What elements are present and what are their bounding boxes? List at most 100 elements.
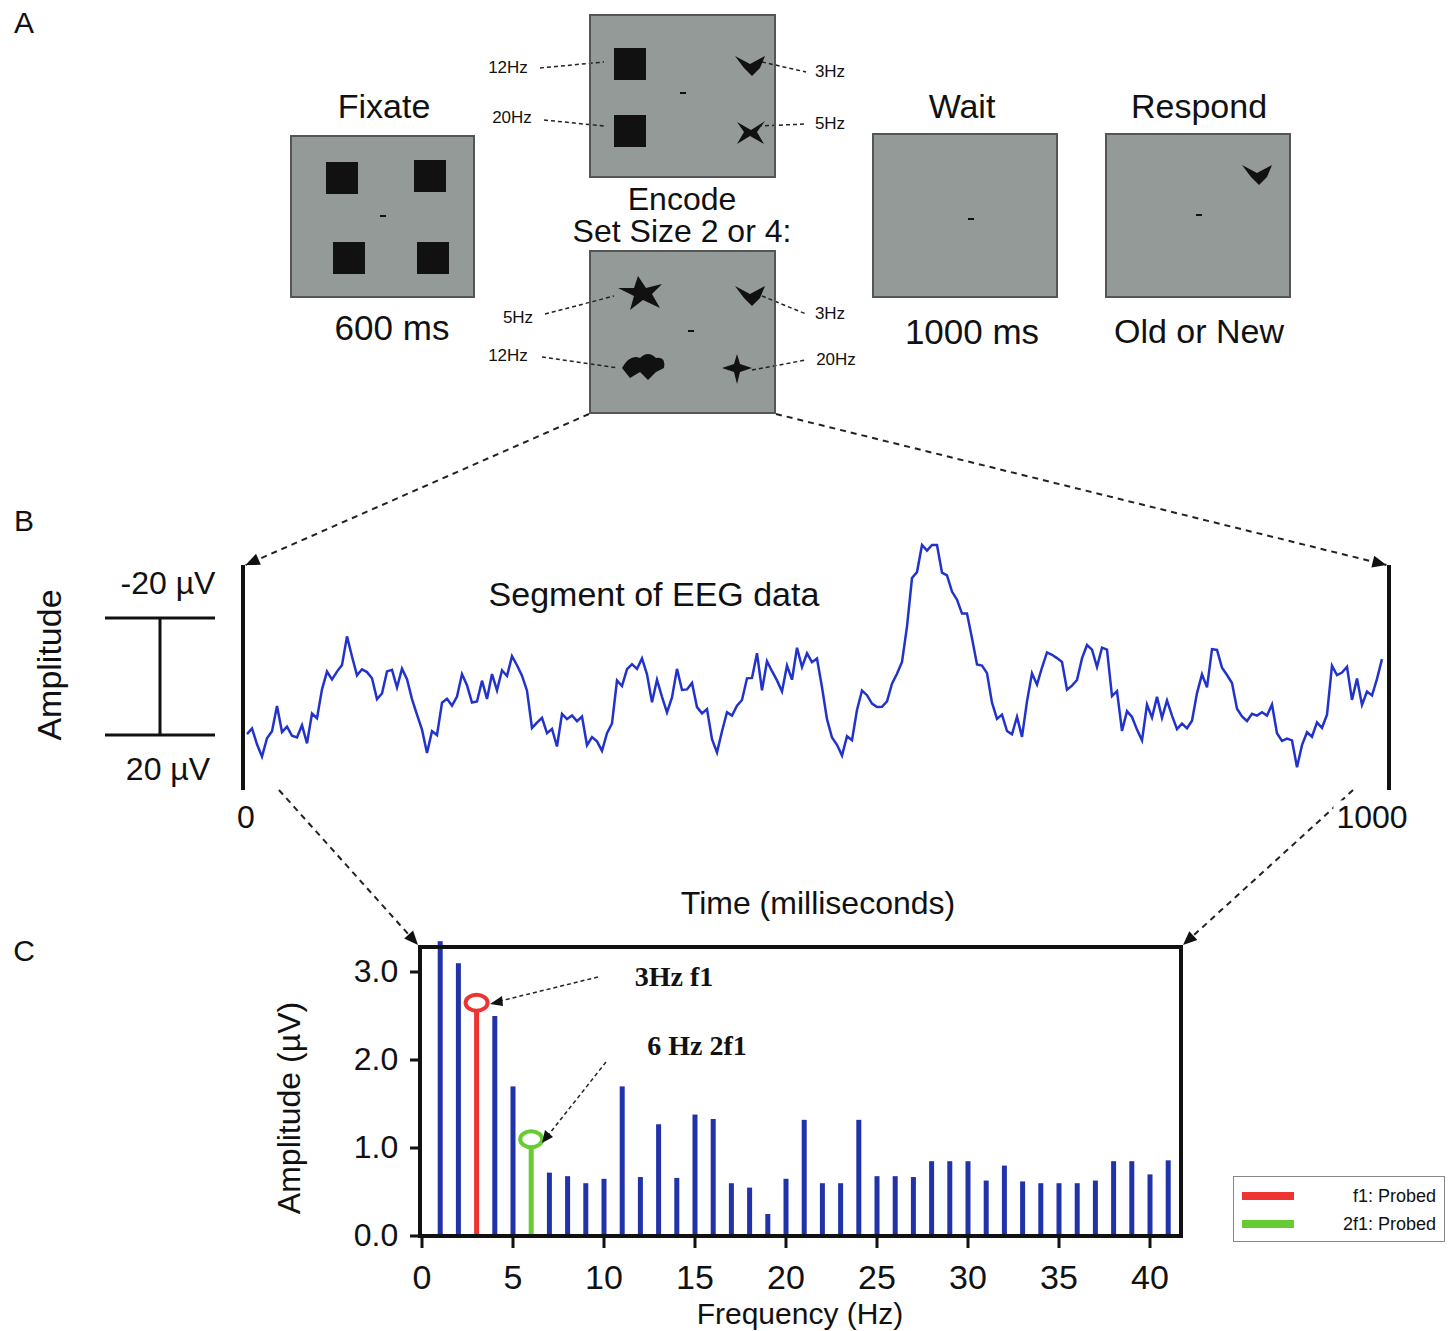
spectrum-bar xyxy=(711,1119,716,1236)
axis-tick xyxy=(785,1238,788,1248)
spectrum-bar xyxy=(911,1177,916,1236)
node-note: 6 Hz 2f1 xyxy=(647,1031,747,1062)
label: Frequency (Hz) xyxy=(697,1297,904,1330)
spectrum-bar xyxy=(565,1176,570,1236)
spectrum-bar xyxy=(856,1120,861,1236)
spectrum-bar xyxy=(583,1183,588,1236)
spectrum-bar xyxy=(1166,1160,1171,1236)
label: 12Hz xyxy=(488,59,528,78)
label: 20 xyxy=(767,1259,805,1296)
label: Time (milliseconds) xyxy=(678,886,958,921)
spectrum-bar xyxy=(1075,1183,1080,1236)
spectrum-bar xyxy=(638,1177,643,1236)
legend-box: f1: Probed 2f1: Probed xyxy=(1233,1176,1445,1242)
legend-swatch xyxy=(1242,1192,1294,1200)
spectrum-bar xyxy=(820,1183,825,1236)
spectrum-bar xyxy=(984,1181,989,1236)
label: 25 xyxy=(858,1259,896,1296)
label: 10 xyxy=(585,1259,623,1296)
spectrum-bar xyxy=(511,1086,516,1236)
spectrum-bar xyxy=(784,1179,789,1236)
node-heading: Set Size 2 or 4: xyxy=(573,214,792,249)
label: -20 µV xyxy=(121,566,216,601)
spectrum-bar xyxy=(765,1214,770,1236)
eeg-plot: Segment of EEG data xyxy=(241,565,1391,790)
label: 3Hz xyxy=(815,305,845,324)
label: 30 xyxy=(949,1259,987,1296)
axis-tick xyxy=(512,1238,515,1248)
probe-marker xyxy=(520,1131,542,1147)
spectrum-bar xyxy=(693,1115,698,1236)
label: 35 xyxy=(1040,1259,1078,1296)
legend-row: 2f1: Probed xyxy=(1242,1212,1438,1236)
node-heading: Segment of EEG data xyxy=(485,576,824,613)
axis-tick xyxy=(603,1238,606,1248)
screen-box: RespondOld or New xyxy=(1105,133,1291,298)
spectrum-bar xyxy=(1129,1161,1134,1236)
node-note: 1000 ms xyxy=(905,313,1039,352)
label: 0 xyxy=(413,1259,432,1296)
spectrum-bar xyxy=(802,1120,807,1236)
screen-fill xyxy=(290,14,1291,414)
leader-lines xyxy=(540,62,806,370)
node-note: Old or New xyxy=(1114,313,1284,350)
axis-tick xyxy=(1058,1238,1061,1248)
legend-row: f1: Probed xyxy=(1242,1184,1438,1208)
screen-box: Fixate600 ms xyxy=(290,135,475,298)
scale-bar xyxy=(105,618,215,735)
label: B xyxy=(14,504,34,537)
spectrum-bar xyxy=(674,1178,679,1236)
spectrum-bar xyxy=(893,1176,898,1236)
label: 5Hz xyxy=(503,309,533,328)
spectrum-bar xyxy=(547,1173,552,1236)
spectrum-bar xyxy=(602,1179,607,1236)
label: 15 xyxy=(676,1259,714,1296)
legend-text: 2f1: Probed xyxy=(1343,1212,1436,1236)
label: 3Hz xyxy=(815,63,845,82)
spectrum-bar xyxy=(838,1183,843,1236)
arrow-head xyxy=(246,554,261,565)
label: 0 xyxy=(234,800,258,835)
spectrum-bars xyxy=(438,941,1171,1236)
connector-line xyxy=(1183,790,1353,945)
screen-box: Wait1000 ms xyxy=(872,133,1058,298)
label: A xyxy=(14,6,34,39)
legend-swatch xyxy=(1242,1220,1294,1228)
spectrum-bar xyxy=(1020,1181,1025,1236)
spectrum-chart: 3Hz f16 Hz 2f1 xyxy=(418,945,1183,1238)
node-heading: Fixate xyxy=(338,88,431,125)
spectrum-bar xyxy=(729,1183,734,1236)
label: Amplitude xyxy=(31,589,68,740)
axis-tick xyxy=(967,1238,970,1248)
node-note: 600 ms xyxy=(335,309,450,348)
axis-tick xyxy=(694,1238,697,1248)
arrow-head xyxy=(1371,556,1386,568)
label: Amplitude (µV) xyxy=(272,1002,307,1214)
spectrum-bar xyxy=(456,963,461,1236)
spectrum-bar xyxy=(929,1161,934,1236)
label: 5Hz xyxy=(815,115,845,134)
spectrum-bar xyxy=(747,1188,752,1236)
spectrum-bar xyxy=(966,1161,971,1236)
node-heading: Encode xyxy=(628,182,737,217)
node-heading: Respond xyxy=(1131,88,1267,125)
spectrum-bar xyxy=(1038,1183,1043,1236)
spectrum-bar xyxy=(492,1016,497,1236)
eeg-trace xyxy=(247,545,1382,767)
connector-line xyxy=(246,414,589,565)
label: 20Hz xyxy=(816,351,856,370)
axis-ticks xyxy=(410,972,1150,1248)
axis-tick xyxy=(876,1238,879,1248)
label: 12Hz xyxy=(488,347,528,366)
label: C xyxy=(13,934,35,967)
connector-line xyxy=(776,414,1386,565)
dashed-arrow xyxy=(776,414,1386,567)
label: 1.0 xyxy=(354,1130,398,1165)
annotation-leaders xyxy=(496,977,606,1138)
connector-line xyxy=(279,790,418,945)
label: 20Hz xyxy=(492,109,532,128)
spectrum-bar xyxy=(875,1176,880,1236)
spectrum-bar xyxy=(438,941,443,1236)
arrow-head xyxy=(1183,931,1197,945)
legend-text: f1: Probed xyxy=(1353,1184,1436,1208)
